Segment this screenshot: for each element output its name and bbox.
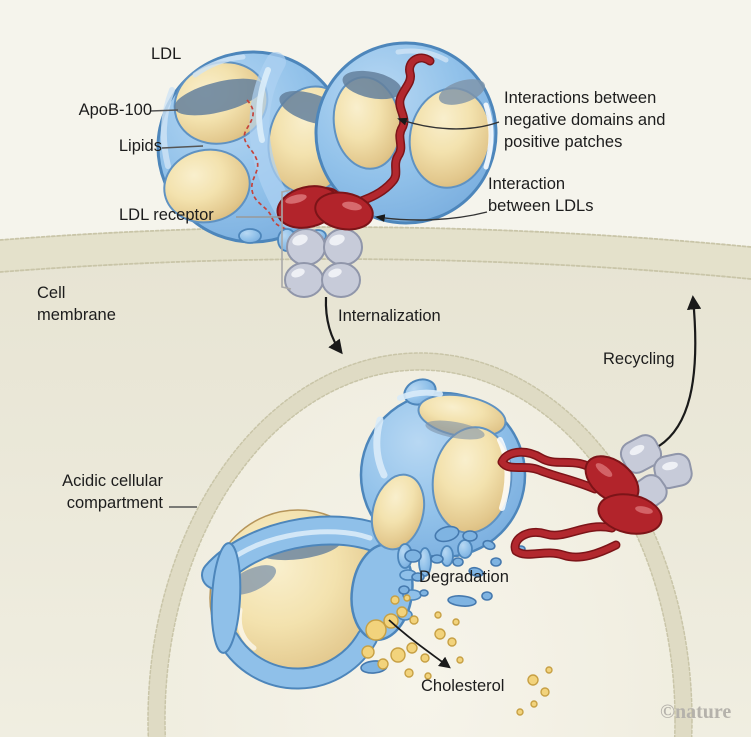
lipids-connector-line — [161, 145, 204, 149]
receptor-ligand-chains — [497, 447, 621, 562]
label-internalization: Internalization — [338, 307, 441, 325]
receptor-transmembrane-blob — [619, 434, 663, 474]
label-apob-100: ApoB-100 — [78, 101, 152, 119]
cell-membrane-band — [0, 226, 751, 280]
label-acidic-compartment: Acidic cellular compartment — [62, 472, 163, 512]
recycled-ldl-receptor — [497, 434, 693, 562]
label-interactions-negative-domains: Interactions between negative domains an… — [504, 89, 666, 151]
apob-degradation-fragments — [360, 525, 526, 674]
recycling-arrow — [658, 295, 702, 447]
negative-domain-strand — [345, 53, 435, 211]
cholesterol-arrow — [388, 619, 451, 669]
negative-domain-dashed — [243, 99, 295, 235]
label-recycling: Recycling — [603, 350, 675, 368]
interaction-ldls-pointer-arrow — [375, 211, 488, 222]
label-cell-membrane: Cell membrane — [37, 284, 116, 324]
receptor-binding-domain-red — [276, 185, 374, 231]
ldl-receptor — [276, 185, 374, 298]
ldl-particle-melting — [359, 378, 527, 577]
label-degradation: Degradation — [419, 568, 509, 586]
apob-connector-line — [149, 109, 179, 112]
receptor-binding-domain — [597, 493, 663, 535]
label-interaction-between-ldls: Interaction between LDLs — [488, 175, 594, 215]
internalization-arrow — [324, 296, 343, 355]
label-ldl: LDL — [151, 45, 182, 63]
ldl-receptor-bracket — [281, 189, 292, 290]
label-lipids: Lipids — [118, 137, 162, 155]
receptor-transmembrane-domain — [284, 228, 363, 298]
interactions-pointer-arrow — [397, 117, 500, 130]
credit-nature: ©nature — [660, 701, 732, 723]
receptor-transmembrane-blob — [653, 452, 693, 490]
label-ldl-receptor: LDL receptor — [119, 206, 214, 224]
ldl-particle-degrading — [201, 509, 422, 690]
label-cholesterol: Cholesterol — [421, 677, 505, 695]
ldl-particle-right — [314, 41, 498, 225]
